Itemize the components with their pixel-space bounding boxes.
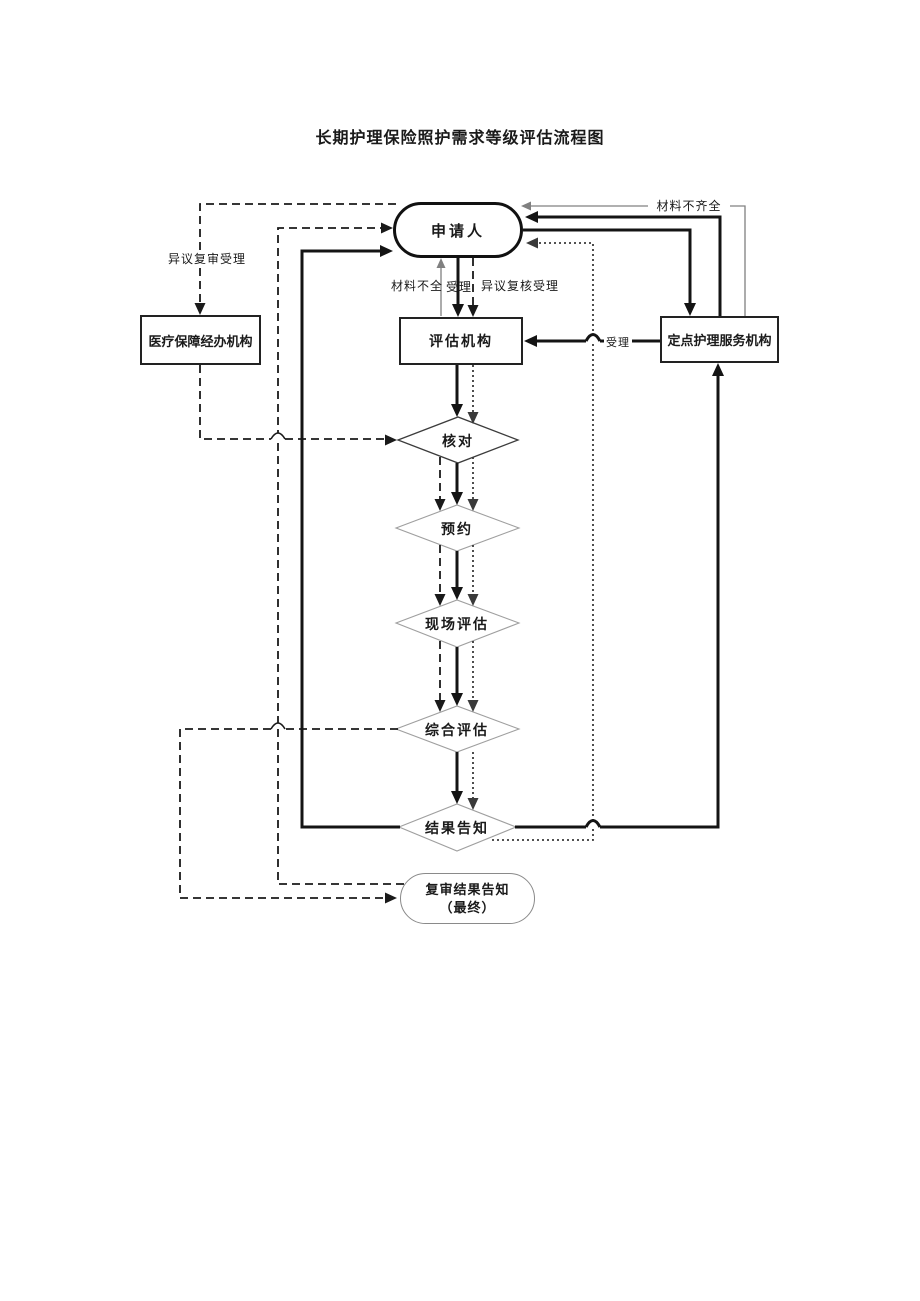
node-nursing-agency-label: 定点护理服务机构 — [667, 333, 772, 348]
edge-medical-to-check-dashed — [199, 365, 397, 446]
node-onsite-assessment-label: 现场评估 — [425, 616, 489, 632]
edge-nursing-to-applicant-solid — [525, 211, 722, 316]
arrowhead-down — [451, 404, 463, 417]
edge-result-to-nursing-solid — [515, 363, 724, 829]
edge-onsite-to-comprehensive-solid — [451, 647, 463, 706]
arrowhead-down — [434, 700, 446, 712]
edge-appointment-to-onsite-solid — [451, 551, 463, 600]
arrowhead-down — [452, 304, 464, 317]
arrowhead-down — [684, 303, 696, 316]
arrowhead-down — [451, 693, 463, 706]
edge-final-to-applicant-dashed — [277, 222, 404, 885]
edge-comprehensive-to-result-dotted — [467, 752, 479, 810]
edge-comprehensive-to-final-dashed — [179, 722, 398, 904]
arrowhead-down — [467, 700, 479, 712]
edge-label-materials-incomplete: 材料不全 — [391, 279, 444, 293]
arrowhead-down — [467, 412, 479, 424]
edge-check-to-appointment-dashed — [434, 457, 446, 511]
edge-applicant-to-assess-recheck-dashed — [467, 258, 479, 317]
onsite-diamond-shape — [394, 599, 521, 648]
edge-applicant-to-assess-solid — [452, 258, 464, 317]
edge-nursing-to-applicant-materials-thin — [521, 201, 746, 316]
arrowhead-left — [521, 201, 531, 211]
edge-onsite-to-comprehensive-dashed — [434, 641, 446, 712]
check-diamond-shape — [396, 416, 520, 464]
arrowhead-left — [525, 211, 538, 223]
arrowhead-right — [385, 434, 397, 446]
edge-assess-to-applicant-thin — [436, 258, 446, 316]
arrowhead-down — [451, 791, 463, 804]
arrowhead-down — [451, 492, 463, 505]
arrowhead-left — [524, 335, 537, 347]
arrowhead-down — [467, 798, 479, 810]
diagram-title: 长期护理保险照护需求等级评估流程图 — [315, 130, 605, 147]
edge-result-to-applicant-dotted — [492, 237, 594, 841]
node-assessment-agency-label: 评估机构 — [429, 333, 493, 349]
node-medical-agency: 医疗保障经办机构 — [140, 315, 261, 365]
edge-label-accept: 受理 — [446, 280, 473, 294]
line-hop — [584, 819, 602, 828]
node-appointment-label: 预约 — [441, 521, 473, 537]
edge-label-objection-recheck-accept: 异议复核受理 — [481, 279, 560, 293]
node-final-review-notice-line2: （最终） — [439, 899, 496, 915]
node-medical-agency-label: 医疗保障经办机构 — [148, 333, 253, 349]
arrowhead-down — [194, 303, 206, 315]
arrowhead-down — [467, 499, 479, 511]
node-final-review-notice: 复审结果告知 （最终） — [400, 873, 535, 924]
edge-assess-to-check-dotted — [467, 365, 479, 424]
node-final-review-notice-line1: 复审结果告知 — [425, 881, 510, 897]
edge-label-accept-right: 受理 — [604, 334, 632, 350]
node-check-label: 核对 — [442, 433, 474, 449]
node-applicant: 申请人 — [393, 202, 523, 258]
dashed-edges — [179, 203, 479, 904]
edge-label-materials-incomplete-top: 材料不齐全 — [648, 197, 730, 214]
arrowhead-down — [467, 305, 479, 317]
arrowhead-up — [712, 363, 724, 376]
edge-check-to-appointment-dotted — [467, 457, 479, 511]
edge-onsite-to-comprehensive-dotted — [467, 641, 479, 712]
arrowhead-down — [434, 594, 446, 606]
edge-assess-to-check-solid — [451, 365, 463, 417]
line-hop — [270, 722, 286, 730]
dotted-edges — [467, 237, 594, 841]
arrowhead-up — [436, 258, 446, 268]
node-assessment-agency: 评估机构 — [399, 317, 523, 365]
edge-applicant-to-medical-dashed — [194, 203, 396, 315]
edge-check-to-appointment-solid — [451, 463, 463, 505]
edge-applicant-to-nursing-solid — [523, 228, 696, 316]
arrowhead-down — [451, 587, 463, 600]
diamond-shapes — [394, 416, 521, 852]
node-applicant-label: 申请人 — [430, 222, 485, 240]
arrowhead-right — [385, 892, 397, 904]
node-result-notice-label: 结果告知 — [425, 820, 489, 836]
edge-result-to-applicant-solid — [300, 245, 400, 829]
arrowhead-right — [380, 245, 393, 257]
edge-appointment-to-onsite-dotted — [467, 545, 479, 606]
node-comprehensive-assessment-label: 综合评估 — [425, 722, 489, 738]
edge-label-objection-review-accept: 异议复审受理 — [166, 250, 249, 267]
node-nursing-agency: 定点护理服务机构 — [660, 316, 779, 363]
arrowhead-down — [467, 594, 479, 606]
arrowhead-down — [434, 499, 446, 511]
edge-nursing-to-assess-accept-solid — [524, 333, 660, 347]
arrowhead-left — [526, 237, 538, 249]
comprehensive-diamond-shape — [394, 705, 521, 753]
edge-comprehensive-to-result-solid — [451, 752, 463, 804]
arrowhead-right — [381, 222, 393, 234]
edge-appointment-to-onsite-dashed — [434, 545, 446, 606]
appointment-diamond-shape — [394, 504, 521, 552]
line-hop — [270, 432, 286, 440]
line-hop — [584, 333, 602, 342]
